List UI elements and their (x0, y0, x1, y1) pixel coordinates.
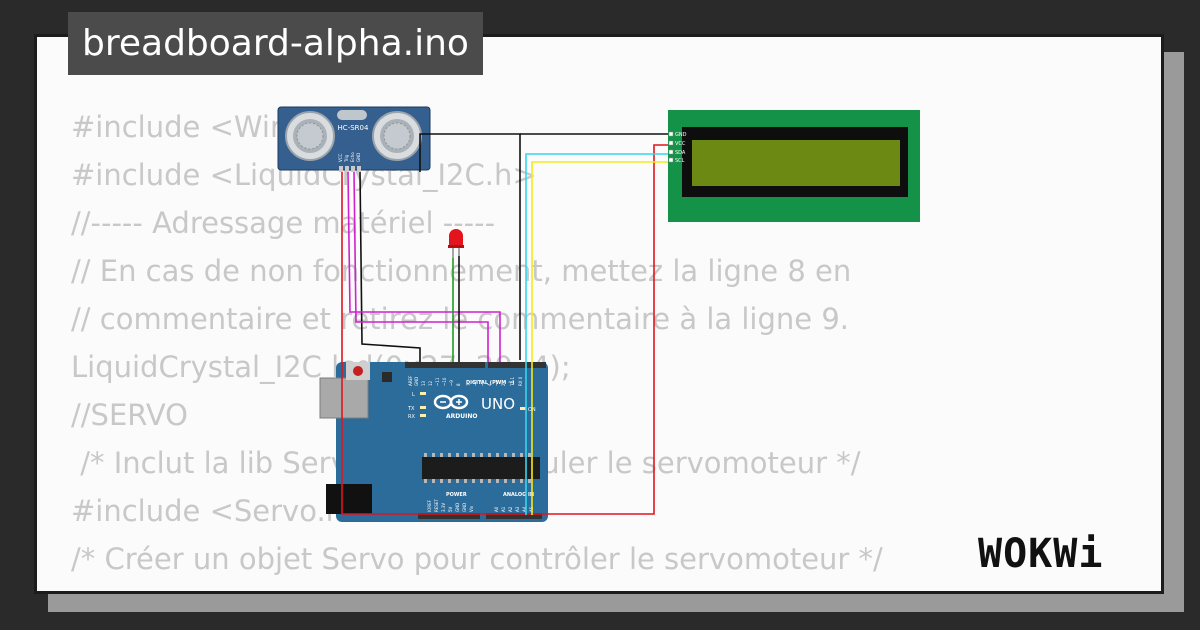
arduino-logo-icon (433, 394, 469, 410)
led-label-tx: TX (407, 406, 415, 412)
ultrasonic-sensor[interactable]: HC-SR04 VCC Trig Echo GND (277, 106, 431, 172)
lcd-pin-label: SDA (675, 150, 686, 156)
pin-label: TX 1 (510, 377, 515, 387)
pin-label: 13 (421, 380, 426, 386)
ultrasonic-label: HC-SR04 (338, 124, 369, 132)
pin-label: VCC (338, 153, 343, 162)
red-led[interactable] (448, 229, 464, 258)
project-title[interactable]: breadboard-alpha.ino (68, 12, 483, 75)
code-line: // En cas de non fonctionnement, mettez … (71, 254, 852, 288)
wire-sda (525, 153, 668, 515)
wire-echo (353, 171, 489, 362)
arduino-uno-board[interactable]: AREF GND 13 12 ~11 ~10 ~9 8 7 ~6 ~5 4 ~3… (319, 362, 548, 522)
lcd-pin-label: GND (675, 132, 687, 138)
pin-label: GND (455, 503, 460, 512)
pin-label: ~10 (442, 377, 447, 386)
code-line: //----- Adressage matériel ----- (71, 206, 496, 240)
code-line: Servo monServo; (71, 583, 883, 591)
pin-label: Trig (344, 154, 349, 163)
pin-label: ~9 (449, 380, 454, 386)
pin-label: A2 (508, 506, 513, 512)
arduino-model-label: UNO (481, 395, 515, 413)
code-line: //SERVO (71, 398, 188, 432)
analog-label: ANALOG IN (503, 492, 534, 498)
pin-label: GND (414, 377, 419, 386)
led-label-l: L (412, 392, 415, 398)
lcd-pin-label: SCL (675, 158, 685, 164)
wires (341, 133, 668, 515)
lcd-pin-label: VCC (675, 141, 686, 147)
led-label-rx: RX (408, 414, 415, 420)
pin-label: A4 (522, 506, 527, 512)
code-line: /* Créer un objet Servo pour contrôler l… (71, 542, 883, 576)
pin-label: 12 (428, 380, 433, 386)
pin-label: ~11 (435, 377, 440, 386)
pin-label: Echo (350, 152, 355, 162)
ultrasonic-transducer-right (372, 111, 422, 161)
pin-label: AREF (408, 375, 413, 386)
pin-label: A1 (501, 506, 506, 512)
power-jack (326, 484, 372, 514)
pin-label: A0 (494, 506, 499, 512)
wire-gnd-sensor (359, 171, 421, 362)
pin-label: 3.3V (441, 503, 446, 512)
pin-label: 8 (456, 383, 461, 386)
pin-label: ~3 (494, 380, 499, 386)
pin-label: 2 (501, 383, 506, 386)
arduino-brand-label: ARDUINO (446, 413, 477, 420)
pin-label: GND (462, 503, 467, 512)
wire-trig (347, 171, 501, 362)
wokwi-logo: WOKWi (978, 531, 1103, 577)
wire-scl (531, 161, 668, 515)
usb-port (319, 377, 369, 419)
pin-label: ~6 (473, 380, 478, 386)
digital-label: DIGITAL (PWM ~) (466, 380, 514, 386)
pin-label: GND (356, 153, 361, 162)
pin-label: Vin (469, 505, 474, 512)
pin-label: RESET (434, 499, 439, 512)
pin-label: 4 (487, 383, 492, 386)
wire-vcc (341, 144, 668, 515)
wire-gnd-board (419, 133, 521, 360)
atmega-chip (422, 457, 540, 479)
pin-label: 5V (448, 506, 453, 512)
power-label: POWER (446, 492, 467, 498)
pin-label: A3 (515, 506, 520, 512)
lcd-display[interactable]: GND VCC SDA SCL (668, 110, 920, 222)
digital-header (405, 362, 546, 368)
pin-label: 7 (466, 383, 471, 386)
pin-label: RX 0 (518, 376, 523, 386)
power-analog-header (418, 513, 542, 519)
pin-label: ~5 (480, 380, 485, 386)
pin-label: IOREF (427, 499, 432, 512)
ultrasonic-transducer-left (285, 111, 335, 161)
code-line: // commentaire et retirez le commentaire… (71, 302, 850, 336)
